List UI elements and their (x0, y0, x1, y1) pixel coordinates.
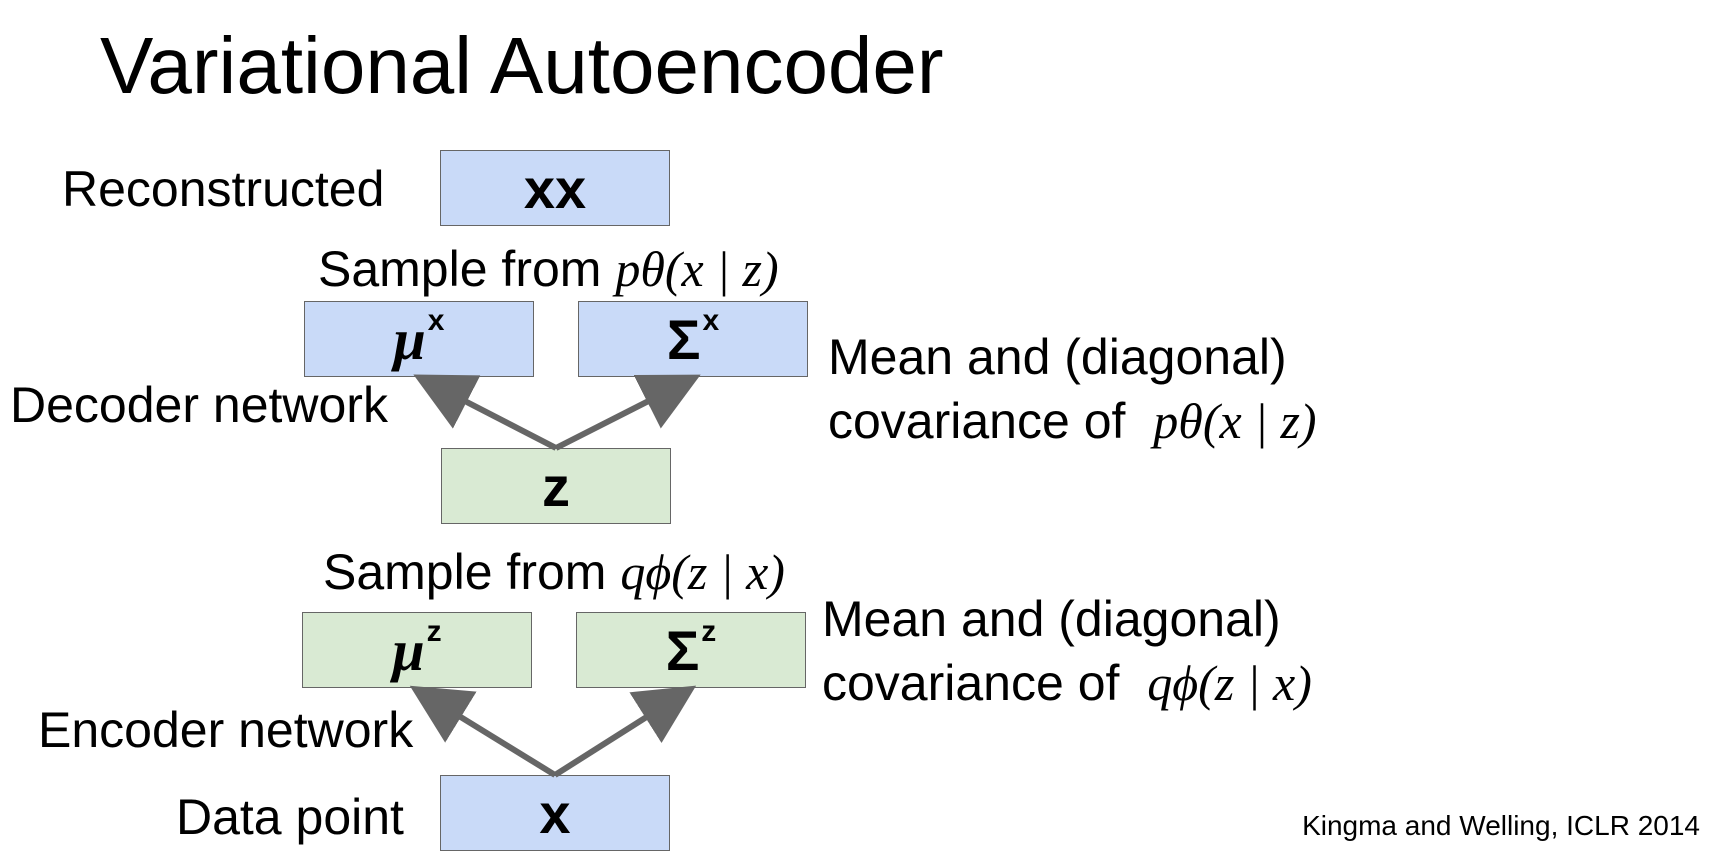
reconstructed-label: Reconstructed (62, 161, 385, 217)
encoder-sample-prefix: Sample from (323, 544, 607, 600)
decoder-mu-symbol: μ (393, 306, 426, 372)
encoder-mean-math: qϕ(z | x) (1147, 655, 1312, 711)
encoder-sigma-sup: z (701, 615, 717, 648)
page-title: Variational Autoencoder (100, 21, 944, 110)
latent-z-box: z (441, 448, 671, 524)
data-point-label: Data point (176, 789, 404, 845)
decoder-network-label: Decoder network (10, 377, 388, 433)
decoder-mu-sup: x (427, 304, 445, 337)
decoder-mean-line2: covariance of pθ(x | z) (828, 392, 1317, 450)
decoder-sample-math: pθ(x | z) (615, 241, 779, 297)
data-point-box-text: x (539, 781, 571, 845)
encoder-mu-symbol: μ (392, 617, 425, 683)
encoder-mean-line1: Mean and (diagonal) (822, 591, 1281, 647)
citation: Kingma and Welling, ICLR 2014 (1302, 810, 1700, 841)
encoder-mean-prefix: covariance of (822, 655, 1120, 711)
decoder-sigma-symbol: Σ (666, 307, 701, 371)
latent-z-text: z (542, 454, 570, 518)
arrow-z-to-decoder-mu (413, 374, 558, 451)
arrow-x-to-encoder-mu (409, 685, 557, 778)
arrow-z-to-decoder-sigma (554, 374, 701, 451)
encoder-mu-sup: z (426, 615, 442, 648)
decoder-sample-label: Sample from pθ(x | z) (318, 240, 779, 298)
encoder-sample-math: qϕ(z | x) (620, 544, 785, 600)
encoder-network-label: Encoder network (38, 702, 414, 758)
encoder-sigma-symbol: Σ (665, 618, 700, 682)
reconstructed-box: xx (440, 150, 670, 226)
encoder-sample-label: Sample from qϕ(z | x) (323, 543, 785, 601)
reconstructed-box-text: xx (523, 156, 587, 220)
decoder-sigma-sup: x (702, 304, 720, 337)
decoder-mean-math: pθ(x | z) (1153, 393, 1317, 449)
arrow-x-to-encoder-sigma (553, 685, 697, 778)
decoder-mean-prefix: covariance of (828, 393, 1126, 449)
data-point-box: x (440, 775, 670, 851)
decoder-sample-prefix: Sample from (318, 241, 602, 297)
decoder-mean-line1: Mean and (diagonal) (828, 329, 1287, 385)
encoder-mean-line2: covariance of qϕ(z | x) (822, 654, 1312, 712)
